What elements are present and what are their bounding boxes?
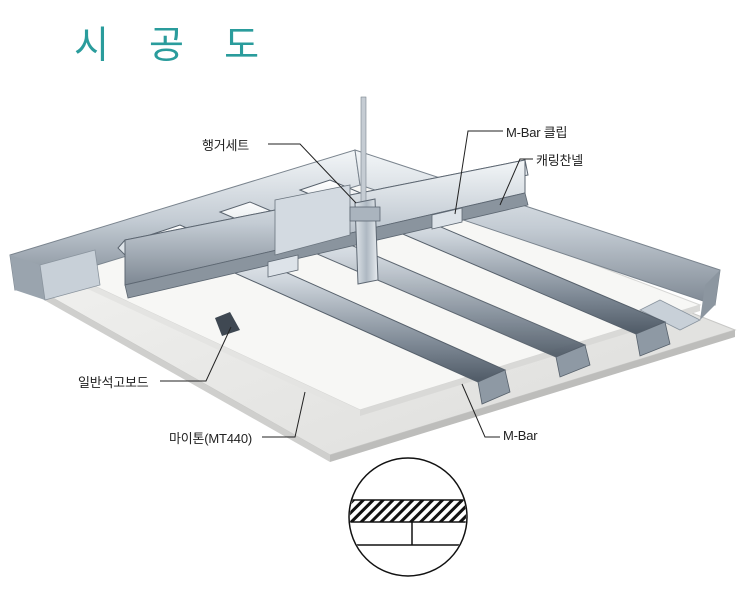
label-hanger-set: 행거세트 — [202, 138, 250, 153]
carrying-channel — [117, 159, 529, 336]
hanger-set — [349, 96, 381, 285]
label-mytone: 마이톤(MT440) — [169, 431, 252, 446]
label-carrying-channel: 캐링찬넬 — [536, 153, 584, 168]
label-m-bar: M-Bar — [503, 428, 538, 443]
leader-lines — [160, 130, 533, 438]
m-bar-clip — [267, 207, 463, 278]
page-title: 시 공 도 — [74, 23, 274, 67]
label-m-bar-clip: M-Bar 클립 — [506, 125, 568, 140]
label-gypsum-board: 일반석고보드 — [78, 375, 149, 390]
section-detail-circle — [348, 457, 468, 577]
